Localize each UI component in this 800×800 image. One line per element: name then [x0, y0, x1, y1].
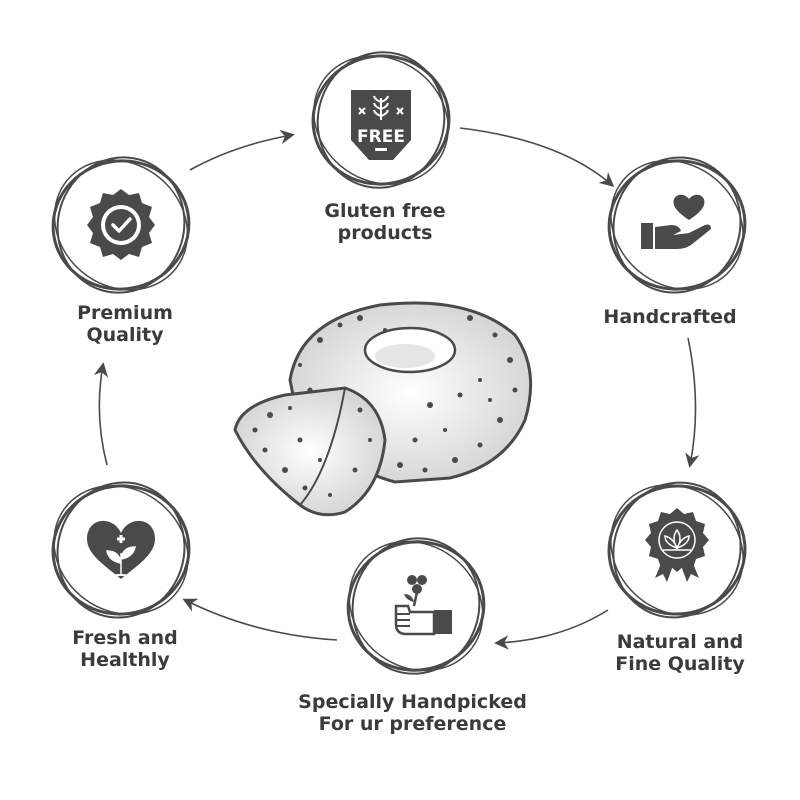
label-line: Specially Handpicked	[298, 691, 527, 713]
label-fresh-healthly: Fresh and Healthly	[40, 627, 210, 671]
label-line: products	[337, 222, 433, 244]
label-line: Premium	[77, 302, 173, 324]
label-natural-fine-quality: Natural and Fine Quality	[595, 631, 765, 675]
circle-fresh	[51, 481, 191, 619]
arrow-fresh-to-premium	[93, 362, 109, 466]
hand-picking-flower-icon	[394, 575, 452, 636]
label-specially-handpicked: Specially Handpicked For ur preference	[270, 691, 555, 735]
cycle-arrows	[93, 127, 700, 650]
label-premium-quality: Premium Quality	[45, 302, 205, 346]
circle-premium	[51, 156, 191, 294]
arrow-gluten-to-hand	[459, 127, 615, 187]
free-badge-text: FREE	[357, 127, 405, 147]
arrow-premium-to-gluten	[189, 129, 295, 171]
scribble-circles	[51, 51, 747, 675]
check-seal-icon	[87, 189, 155, 260]
label-line: For ur preference	[318, 713, 507, 735]
label-line: Fine Quality	[615, 653, 745, 675]
heart-plant-icon	[87, 520, 155, 579]
crumb-texture	[252, 315, 518, 497]
loaf-cake-illustration	[233, 301, 533, 517]
hand-heart-icon	[641, 194, 711, 249]
label-line: Gluten free	[324, 200, 446, 222]
arrow-special-to-fresh	[182, 598, 338, 641]
label-line: Fresh and	[72, 627, 178, 649]
label-line: Handcrafted	[603, 306, 737, 328]
label-line: Natural and	[616, 631, 744, 653]
circle-natural	[607, 481, 747, 619]
label-line: Healthly	[80, 649, 170, 671]
award-ribbon-lotus-icon	[645, 508, 709, 582]
label-line: Quality	[86, 324, 164, 346]
circle-special	[346, 537, 486, 675]
gluten-free-badge-icon: FREE	[351, 90, 411, 160]
label-gluten-free: Gluten free products	[290, 200, 480, 244]
circle-hand	[607, 156, 747, 294]
arrow-natural-to-special	[494, 609, 609, 650]
arrow-hand-to-natural	[685, 337, 700, 468]
label-handcrafted: Handcrafted	[590, 306, 750, 328]
